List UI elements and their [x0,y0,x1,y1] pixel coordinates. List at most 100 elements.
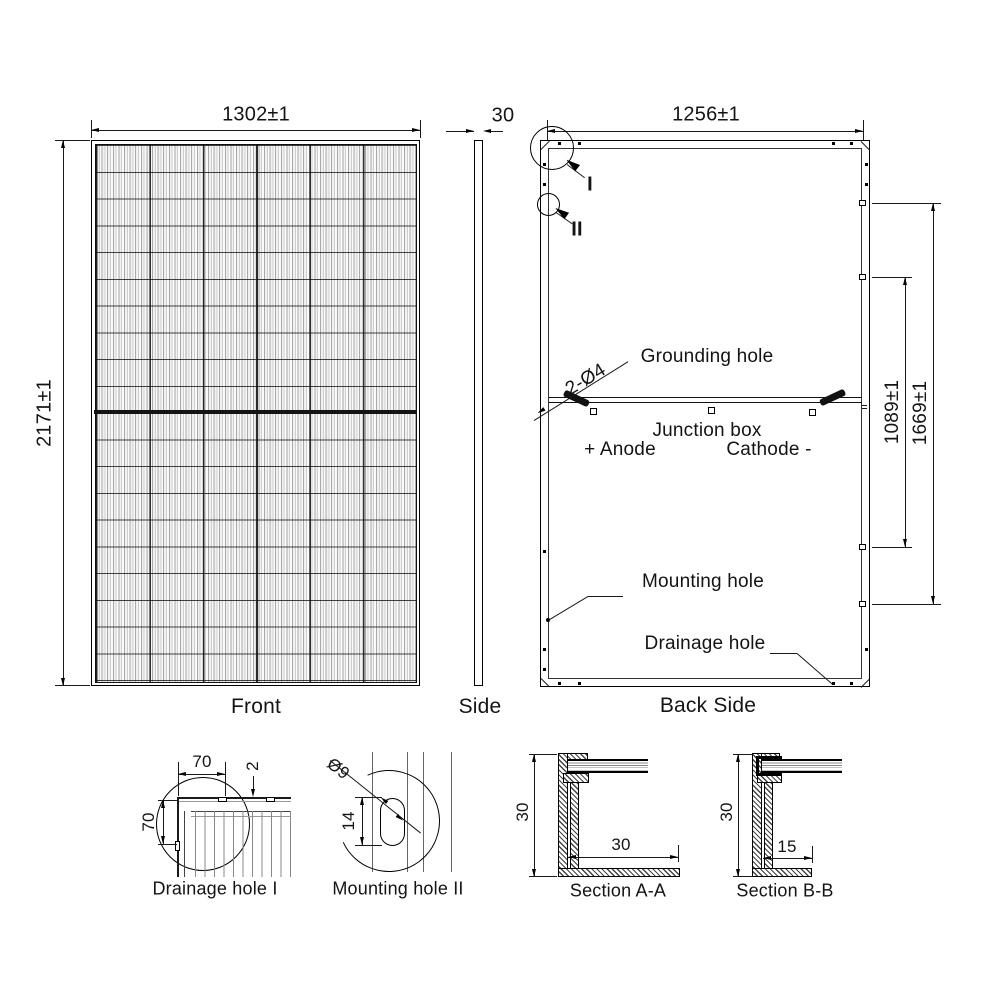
ext-line [872,203,941,204]
side-thickness-dim: 30 [491,104,515,127]
ext-line [872,547,912,548]
dim-arrow [568,854,576,859]
frame-hole [578,682,581,685]
dim-arrow [60,678,65,686]
junction-box-right [809,409,816,416]
dim-line [547,131,863,132]
ext-line [158,844,177,845]
dim-arrow [359,837,364,845]
frame-mark [862,405,867,406]
ext-line [872,277,912,278]
frame-outer-wall [558,753,568,877]
frame-profile-line [407,752,408,872]
dim-line [534,754,535,877]
ext-line [733,753,753,755]
ext-line [872,604,941,605]
ext-line [812,846,813,863]
front-half-cut-divider [94,410,417,414]
dim-arrow [160,800,165,808]
mounting-length-dim: 14 [339,811,358,831]
ext-line [529,876,557,877]
side-view-label: Side [458,695,502,718]
mounting-hole-mark [859,601,866,607]
leader-line [588,596,623,597]
ext-line [733,876,753,877]
dim-line [178,774,225,775]
section-b-flange-dim: 15 [777,837,797,856]
dim-arrow [735,869,740,877]
mounting-hole-mark [859,274,866,280]
drainage-slot [175,841,180,851]
ext-line [529,753,557,755]
frame-inner-line [184,811,185,877]
dim-arrow [902,539,907,547]
section-b-label: Section B-B [736,880,834,901]
frame-hole [543,668,546,671]
glass-laminate [568,759,648,773]
dim-arrow [670,854,678,859]
drainage-slot [218,797,227,802]
dim-line [738,754,739,877]
side-profile [474,140,483,686]
detail-circle-2 [537,193,560,216]
mounting-hole-mark [859,544,866,550]
ext-line [55,685,90,686]
dim-line [905,277,906,547]
dim-line [933,203,934,604]
drainage-slot [266,797,275,802]
ext-line [158,800,177,801]
dim-arrow [902,277,907,285]
cathode-label: Cathode - [726,439,812,460]
frame-hole [850,682,853,685]
junction-box-left [590,408,597,415]
frame-hole [850,142,853,145]
back-frame-inner [548,148,862,679]
dim-arrow [930,596,935,604]
dim-arrow [531,869,536,877]
dim-line [491,131,503,132]
dim-line [63,140,64,686]
dim-line [91,130,420,131]
detail-1-ref: I [587,173,593,196]
section-a-flange-dim: 30 [611,835,631,854]
drainage-top-dim: 70 [192,752,212,771]
junction-box-label: Junction box [652,420,762,441]
glass-laminate [762,759,842,773]
frame-hole [543,550,546,553]
mounting-hole-mark [859,200,866,206]
front-view-label: Front [230,695,282,718]
dim-arrow [160,836,165,844]
section-b-height-dim: 30 [717,802,736,822]
mount-inner-dim: 1089±1 [882,379,903,445]
frame-bottom-flange [752,868,812,877]
drainage-detail-label: Drainage hole I [152,878,278,899]
back-width-dim: 1256±1 [672,103,740,126]
mounting-detail-label: Mounting hole II [332,878,464,899]
section-a-height-dim: 30 [513,802,532,822]
dim-arrow [531,754,536,762]
dim-line [362,797,363,845]
frame-hole [832,682,835,685]
dim-arrow [466,128,474,133]
mounting-dia-dim: Ø9 [323,754,354,784]
leader-dot [546,617,550,622]
front-width-dim: 1302±1 [222,103,290,126]
frame-hole [578,142,581,145]
frame-profile-line [423,752,424,872]
dim-line [568,857,678,858]
drainage-side-dim: 70 [139,812,158,832]
frame-hole [832,142,835,145]
frame-hole [865,648,868,651]
ext-line [178,762,179,796]
leader-line [770,653,797,654]
mount-outer-dim: 1669±1 [910,380,931,446]
frame-profile-line [451,752,452,872]
detail-circle-1 [530,126,574,170]
frame-inner-wall [570,782,579,874]
dim-arrow [178,771,186,776]
junction-box-rail [549,397,862,403]
drainage-gap-dim: 2 [243,761,262,771]
dim-arrow [930,203,935,211]
glass-clamp [756,756,782,776]
